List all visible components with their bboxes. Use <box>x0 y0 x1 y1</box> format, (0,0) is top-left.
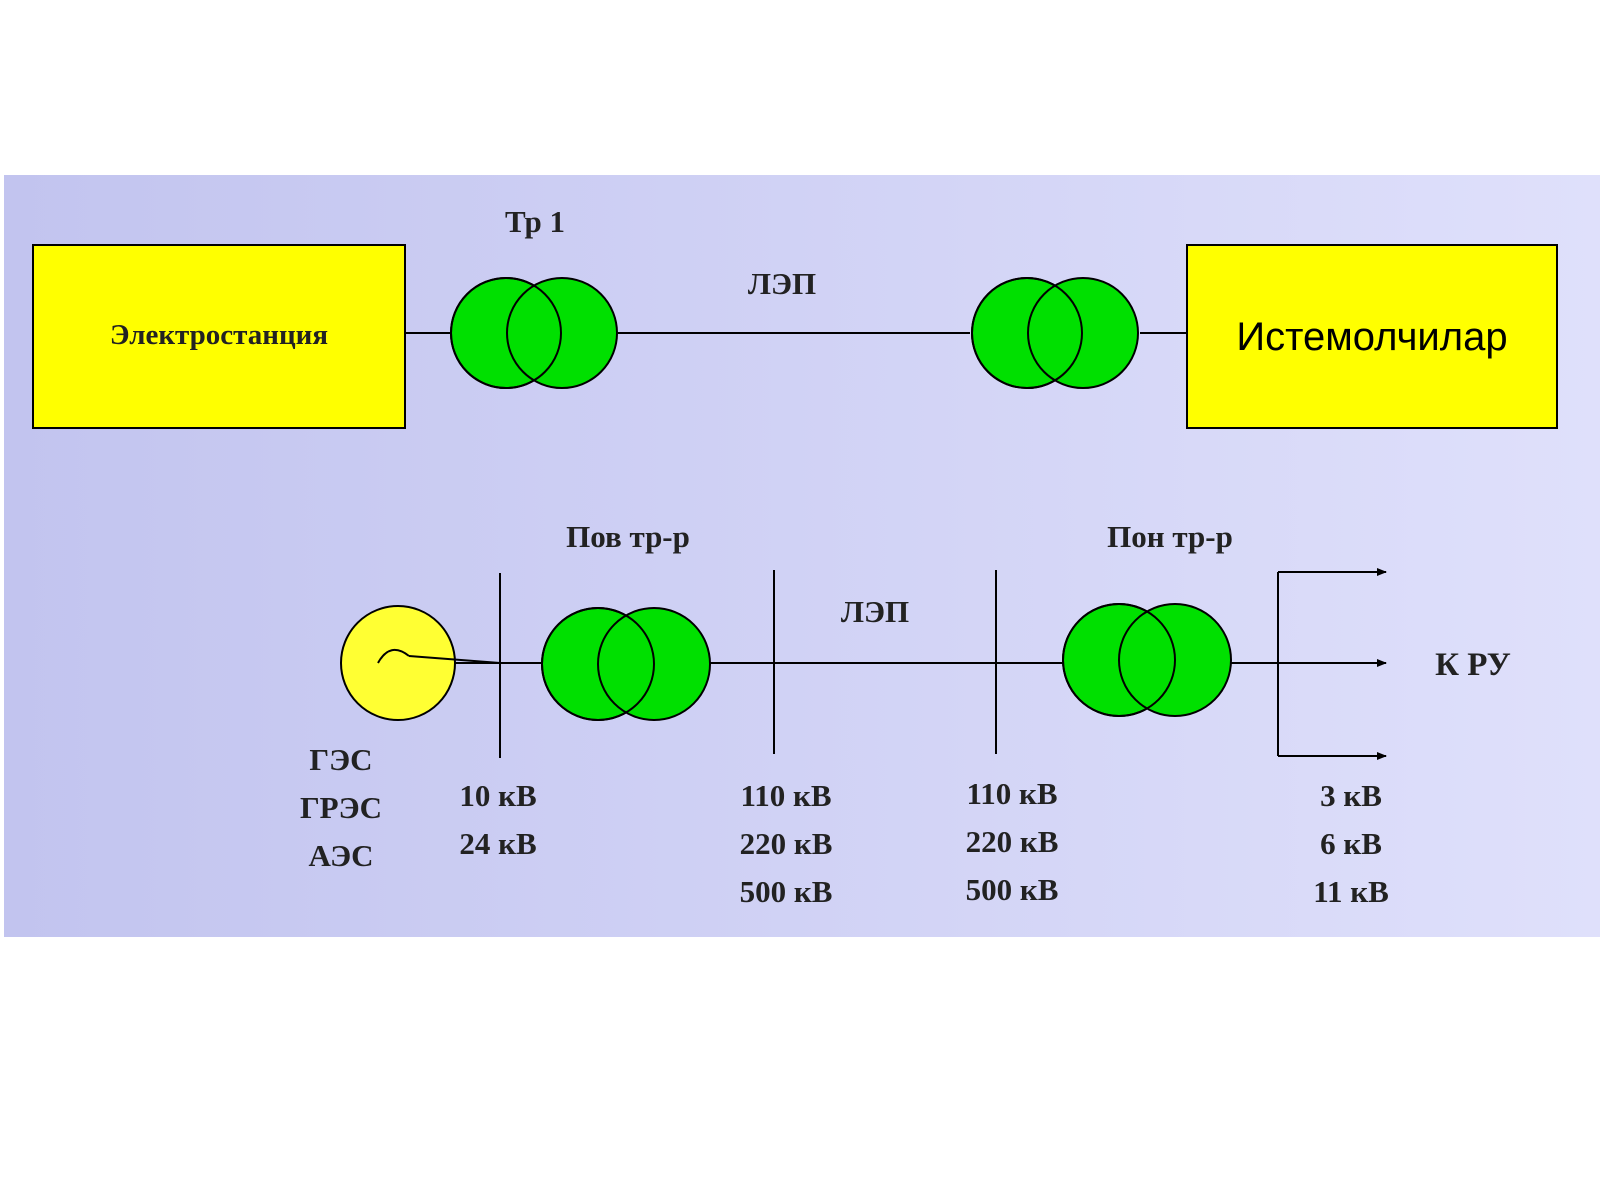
top-line-label: ЛЭП <box>748 266 816 301</box>
line-receive-voltage-list: 110 кВ 220 кВ 500 кВ <box>966 776 1059 907</box>
generator-icon <box>340 605 501 721</box>
step-down-transformer-label: Пон тр-р <box>1107 519 1233 554</box>
transformer-tr1-icon <box>450 277 618 389</box>
distribution-voltage-list: 3 кВ 6 кВ 11 кВ <box>1313 778 1389 909</box>
transformer-tr1-label: Тр 1 <box>505 204 565 239</box>
plant-type: АЭС <box>308 838 373 873</box>
voltage-value: 110 кВ <box>740 778 831 813</box>
voltage-value: 11 кВ <box>1313 874 1389 909</box>
bottom-scheme: Пов тр-р ЛЭП Пон тр-р К РУ ГЭС ГРЭС АЭС … <box>300 519 1511 909</box>
voltage-value: 110 кВ <box>966 776 1057 811</box>
top-scheme: Электростанция Тр 1 ЛЭП Истемолчилар <box>32 204 1558 429</box>
voltage-value: 220 кВ <box>966 824 1059 859</box>
transformer-receiving-icon <box>971 277 1139 389</box>
step-down-transformer-icon <box>1062 603 1232 717</box>
bottom-line-label: ЛЭП <box>841 594 909 629</box>
plant-type: ГРЭС <box>300 790 382 825</box>
voltage-value: 3 кВ <box>1320 778 1382 813</box>
power-station-box <box>32 244 406 429</box>
voltage-value: 10 кВ <box>459 778 536 813</box>
generator-voltage-list: 10 кВ 24 кВ <box>459 778 536 861</box>
line-send-voltage-list: 110 кВ 220 кВ 500 кВ <box>740 778 833 909</box>
power-station-label: Электростанция <box>110 319 328 351</box>
consumers-label: Истемолчилар <box>1236 315 1507 359</box>
voltage-value: 24 кВ <box>459 826 536 861</box>
output-label: К РУ <box>1435 647 1511 683</box>
plant-types-list: ГЭС ГРЭС АЭС <box>300 742 382 873</box>
plant-type: ГЭС <box>309 742 372 777</box>
voltage-value: 6 кВ <box>1320 826 1382 861</box>
voltage-value: 500 кВ <box>966 872 1059 907</box>
voltage-value: 220 кВ <box>740 826 833 861</box>
consumers-box <box>1186 244 1558 429</box>
step-up-transformer-icon <box>541 607 711 721</box>
step-up-transformer-label: Пов тр-р <box>566 519 690 554</box>
voltage-value: 500 кВ <box>740 874 833 909</box>
